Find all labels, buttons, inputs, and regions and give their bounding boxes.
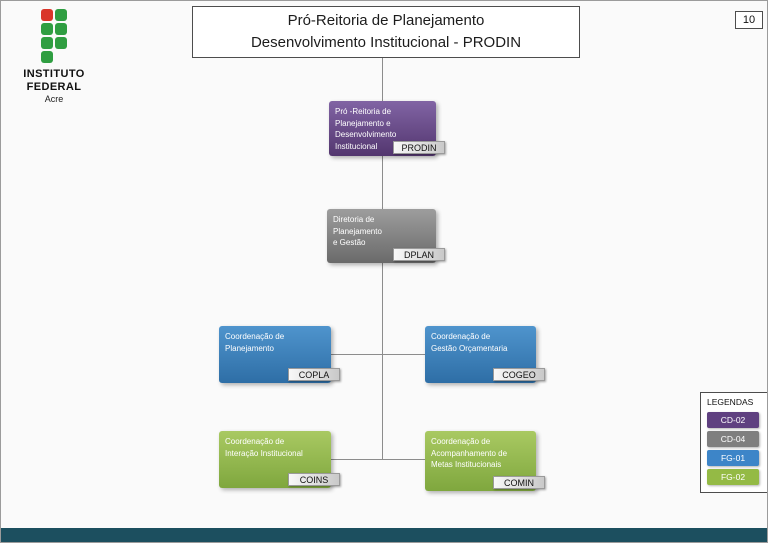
legend-item-fg01: FG-01 [707, 450, 759, 466]
org-node-dplan: Diretoria de Planejamento e Gestão DPLAN [327, 209, 445, 263]
org-node-label: Pró -Reitoria de Planejamento e Desenvol… [335, 107, 397, 151]
org-node-label: Diretoria de Planejamento e Gestão [333, 215, 382, 248]
org-node-coins: Coordenação de Interação Institucional C… [219, 431, 340, 488]
org-node-label: Coordenação de Gestão Orçamentaria [431, 332, 508, 353]
org-node-badge: COMIN [493, 476, 545, 489]
legend-title: LEGENDAS [707, 397, 754, 407]
org-node-badge: DPLAN [393, 248, 445, 261]
institution-name-line1: INSTITUTO [23, 68, 85, 80]
org-node-copla: Coordenação de Planejamento COPLA [219, 326, 340, 383]
org-node-prodin: Pró -Reitoria de Planejamento e Desenvol… [329, 101, 445, 156]
org-node-cogeo: Coordenação de Gestão Orçamentaria COGEO [425, 326, 545, 383]
page-title-box: Pró-Reitoria de Planejamento Desenvolvim… [192, 6, 580, 58]
org-node-comin: Coordenação de Acompanhamento de Metas I… [425, 431, 545, 491]
institution-region: Acre [44, 94, 64, 105]
page-number: 10 [735, 11, 763, 29]
org-node-label: Coordenação de Acompanhamento de Metas I… [431, 437, 508, 470]
institution-branding: INSTITUTO FEDERAL Acre [11, 9, 97, 104]
legend-item-cd04: CD-04 [707, 431, 759, 447]
org-node-badge: COINS [288, 473, 340, 486]
org-node-badge: COGEO [493, 368, 545, 381]
institution-name-line2: FEDERAL [26, 80, 82, 93]
legend-item-fg02: FG-02 [707, 469, 759, 485]
connector-line [382, 156, 383, 209]
connector-line [382, 58, 383, 101]
org-node-label: Coordenação de Interação Institucional [225, 437, 303, 458]
if-logo-icon [11, 9, 97, 63]
org-node-label: Coordenação de Planejamento [225, 332, 285, 353]
org-node-badge: PRODIN [393, 141, 445, 154]
legend-box: LEGENDAS CD-02 CD-04 FG-01 FG-02 [700, 392, 767, 493]
connector-line [382, 263, 383, 459]
legend-item-cd02: CD-02 [707, 412, 759, 428]
connector-line [331, 354, 425, 355]
org-node-badge: COPLA [288, 368, 340, 381]
connector-line [331, 459, 425, 460]
footer-bar [1, 528, 767, 542]
page-title: Pró-Reitoria de Planejamento Desenvolvim… [250, 12, 522, 51]
